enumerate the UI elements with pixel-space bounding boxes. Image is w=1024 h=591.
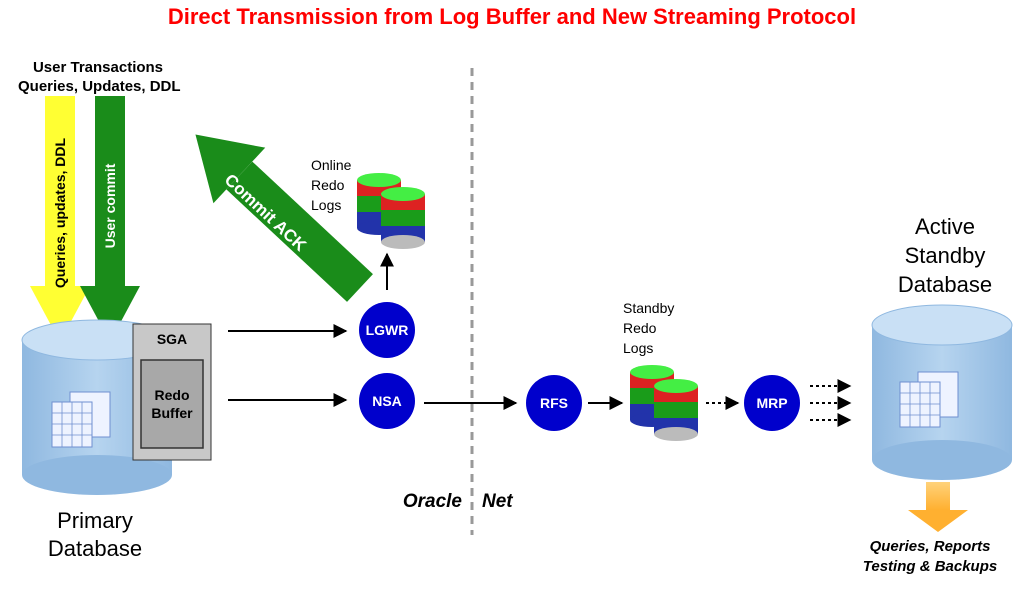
redo-buffer-label: Redo Buffer [141, 386, 203, 422]
user-transactions-line2: Queries, Updates, DDL [18, 78, 181, 95]
lgwr-process [359, 302, 415, 358]
user-commit-arrow [80, 96, 140, 342]
commit-ack-arrow [195, 134, 373, 302]
mrp-label: MRP [756, 395, 788, 411]
online-redo-logs-icon [357, 173, 425, 249]
primary-database-label: Primary Database [10, 507, 180, 563]
standby-database-label: Active Standby Database [870, 212, 1020, 299]
online-redo-line3: Logs [311, 197, 342, 213]
nsa-label: NSA [372, 393, 402, 409]
primary-line2: Database [47, 536, 143, 561]
standby-redo-line1: Standby [623, 300, 675, 316]
table-grid-icon [51, 391, 111, 448]
output-label: Queries, Reports Testing & Backups [840, 537, 1020, 577]
rfs-process [526, 375, 582, 431]
redo-buffer-line2: Buffer [151, 405, 193, 421]
standby-redo-line3: Logs [623, 340, 654, 356]
output-line1: Queries, Reports [869, 538, 991, 555]
queries-arrow [30, 96, 90, 342]
primary-line1: Primary [57, 508, 133, 533]
standby-database-cylinder [871, 304, 1013, 480]
redo-buffer-line1: Redo [154, 387, 190, 403]
standby-redo-logs-label: Standby Redo Logs [623, 298, 674, 358]
sga-box [132, 323, 212, 461]
standby-redo-line2: Redo [623, 320, 657, 336]
online-redo-logs-label: Online Redo Logs [311, 155, 351, 215]
user-commit-arrow-label: User commit [102, 163, 118, 249]
rfs-label: RFS [540, 395, 568, 411]
sga-label: SGA [156, 331, 188, 347]
table-grid-icon [899, 371, 959, 428]
oracle-net-left-label: Oracle [402, 491, 462, 512]
page-title: Direct Transmission from Log Buffer and … [167, 4, 857, 29]
user-transactions-label: User Transactions Queries, Updates, DDL [18, 58, 181, 96]
standby-line1: Active [915, 214, 975, 239]
mrp-to-standby-arrows [810, 379, 852, 427]
lgwr-label: LGWR [365, 322, 409, 338]
queries-arrow-label: Queries, updates, DDL [52, 137, 68, 289]
oracle-net-right-label: Net [482, 491, 513, 512]
online-redo-line2: Redo [311, 177, 345, 193]
user-transactions-line1: User Transactions [32, 59, 164, 76]
standby-line3: Database [897, 272, 993, 297]
standby-redo-logs-icon [630, 365, 698, 441]
output-line2: Testing & Backups [862, 558, 998, 575]
mrp-process [744, 375, 800, 431]
output-arrow [908, 482, 968, 532]
nsa-process [359, 373, 415, 429]
online-redo-line1: Online [311, 157, 352, 173]
standby-line2: Standby [904, 243, 986, 268]
